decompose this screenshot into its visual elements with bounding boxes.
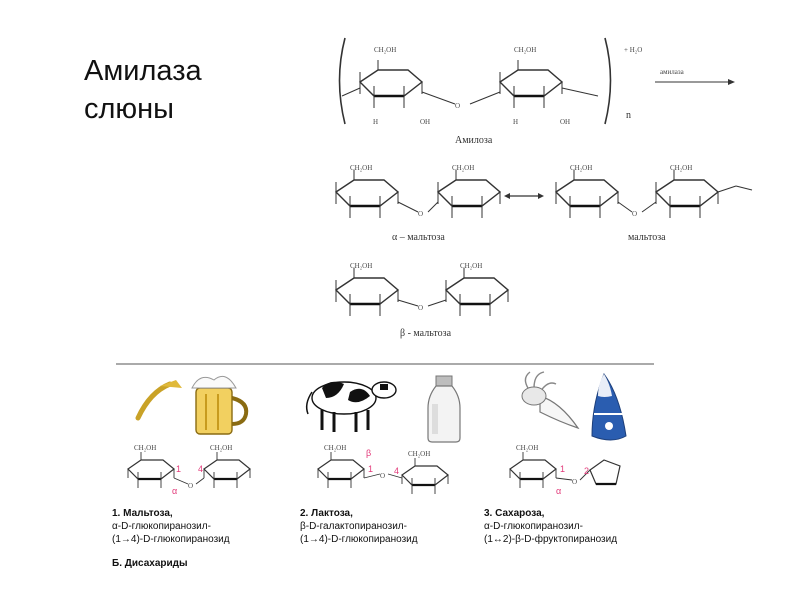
beta-maltose-ch2oh-2: CH₂OH — [460, 262, 482, 270]
beta-maltose-o-link: O — [418, 304, 423, 312]
lactose-anomer: β — [366, 448, 371, 458]
caption-maltose-name: Мальтоза, — [123, 508, 173, 519]
caption-sucrose: 3. Сахароза, α-D-глюкопиранозил- (1↔2)-β… — [484, 508, 617, 545]
amylose-oh-2: OH — [560, 118, 570, 126]
maltose-label: мальтоза — [628, 232, 666, 243]
maltose-structures: O CH₂OH CH₂OH α – мальтоза O CH₂OH CH₂OH… — [334, 164, 753, 243]
caption-lactose-line2: β-D-галактопиранозил- — [300, 521, 407, 532]
maltose-small-structure: O CH₂OH CH₂OH 1 4 α — [126, 444, 252, 496]
disaccharides-section-title: Б. Дисахариды — [112, 558, 188, 569]
lactose-small-ch2oh-1: CH₂OH — [324, 444, 346, 452]
alpha-maltose-ch2oh-1: CH₂OH — [350, 164, 372, 172]
slide-title: Амилаза слюны — [84, 52, 202, 128]
caption-sucrose-num: 3. — [484, 508, 493, 519]
milk-bottle-icon — [427, 375, 461, 443]
lactose-bond-4: 4 — [394, 466, 399, 476]
sucrose-small-ch2oh: CH₂OH — [516, 444, 538, 452]
title-line-2: слюны — [84, 93, 175, 125]
beer-mug-icon — [191, 375, 249, 435]
lactose-small-ch2oh-2: CH₂OH — [408, 450, 430, 458]
beta-maltose-label: β - мальтоза — [400, 328, 452, 339]
maltose-bond-1: 1 — [176, 464, 181, 474]
maltose-anomer: α — [172, 486, 177, 496]
sucrose-small-structure: O CH₂OH 1 2 α — [508, 444, 621, 496]
sucrose-small-o: O — [572, 478, 577, 486]
alpha-maltose-o-link: O — [418, 210, 423, 218]
wheat-icon — [135, 380, 182, 421]
caption-sucrose-line2: α-D-глюкопиранозил- — [484, 521, 583, 532]
sucrose-bond-1: 1 — [560, 464, 565, 474]
caption-lactose-line3: (1→4)-D-глюкопиранозид — [300, 534, 418, 545]
svg-text:2. Лактоза,: 2. Лактоза, — [300, 508, 353, 519]
caption-sucrose-name: Сахароза, — [495, 508, 545, 519]
cow-icon — [305, 381, 397, 432]
svg-text:1. Мальтоза,: 1. Мальтоза, — [112, 508, 173, 519]
caption-lactose: 2. Лактоза, β-D-галактопиранозил- (1→4)-… — [300, 508, 418, 545]
beta-maltose-ch2oh-1: CH₂OH — [350, 262, 372, 270]
lactose-small-o: O — [380, 472, 385, 480]
caption-lactose-num: 2. — [300, 508, 309, 519]
sucrose-bond-2: 2 — [584, 466, 589, 476]
amylose-oh-1: OH — [420, 118, 430, 126]
amylose-subscript-n: n — [626, 110, 631, 121]
maltose-bond-4: 4 — [198, 464, 203, 474]
amylose-ch2oh-1: CH₂OH — [374, 46, 396, 54]
maltose-small-ch2oh-2: CH₂OH — [210, 444, 232, 452]
amylose-structure: CH₂OH CH₂OH O H OH H OH Амилоза n + H₂O … — [338, 37, 735, 146]
maltose-o-link: O — [632, 210, 637, 218]
amylose-ch2oh-2: CH₂OH — [514, 46, 536, 54]
lactose-small-structure: O CH₂OH CH₂OH 1 4 β — [316, 444, 450, 496]
caption-maltose-line3: (1→4)-D-глюкопиранозид — [112, 534, 230, 545]
amylose-h-1: H — [373, 118, 378, 126]
maltose-ch2oh-1: CH₂OH — [570, 164, 592, 172]
alpha-maltose-ch2oh-2: CH₂OH — [452, 164, 474, 172]
caption-maltose-line2: α-D-глюкопиранозил- — [112, 521, 211, 532]
caption-maltose: 1. Мальтоза, α-D-глюкопиранозил- (1→4)-D… — [112, 508, 230, 545]
maltose-small-ch2oh-1: CH₂OH — [134, 444, 156, 452]
amylose-label: Амилоза — [455, 135, 493, 146]
maltose-small-o: O — [188, 482, 193, 490]
sugar-beet-icon — [521, 371, 580, 430]
enzyme-label: амилаза — [660, 68, 685, 76]
sucrose-anomer: α — [556, 486, 561, 496]
maltose-ch2oh-2: CH₂OH — [670, 164, 692, 172]
caption-sucrose-line3: (1↔2)-β-D-фруктопиранозид — [484, 533, 617, 545]
amylose-o-link: O — [455, 102, 460, 110]
caption-maltose-num: 1. — [112, 508, 121, 519]
beta-maltose-structure: O CH₂OH CH₂OH β - мальтоза — [334, 262, 510, 339]
lactose-bond-1: 1 — [368, 464, 373, 474]
svg-text:3. Сахароза,: 3. Сахароза, — [484, 508, 545, 519]
alpha-maltose-label: α – мальтоза — [392, 232, 445, 243]
sugarloaf-icon — [591, 372, 627, 441]
title-line-1: Амилаза — [84, 55, 202, 87]
amylose-h-2: H — [513, 118, 518, 126]
caption-lactose-name: Лактоза, — [311, 508, 353, 519]
plus-water: + H₂O — [624, 46, 642, 54]
